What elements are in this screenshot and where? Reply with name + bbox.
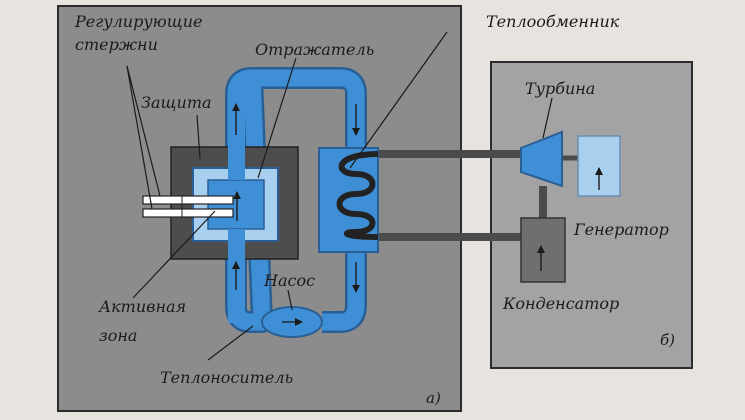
control-rods-label-line2: стержни [75, 35, 158, 54]
shield-label: Защита [141, 93, 212, 112]
control-rods [142, 195, 234, 218]
condenser-block [520, 217, 566, 283]
pump-label: Насос [263, 271, 315, 290]
flow-arrows [232, 103, 603, 293]
core-label-line1: Активная [98, 297, 186, 316]
part-b-label: б) [660, 331, 675, 349]
coolant-label: Теплоноситель [160, 368, 293, 387]
core-label-line2: зона [99, 326, 137, 345]
panel-b [490, 61, 693, 369]
turbine-label: Турбина [525, 79, 595, 98]
generator-label: Генератор [573, 220, 669, 239]
control-rods-label-line1: Регулирующие [74, 12, 203, 31]
turbine-icon [520, 130, 563, 188]
generator-block [577, 135, 621, 197]
leader-lines [126, 31, 553, 361]
part-a-label: а) [426, 389, 441, 407]
heat-exchanger-label: Теплообменник [486, 12, 620, 31]
heat-exchanger-coil [336, 151, 379, 240]
condenser-label: Конденсатор [502, 294, 619, 313]
reflector-label: Отражатель [255, 40, 374, 59]
